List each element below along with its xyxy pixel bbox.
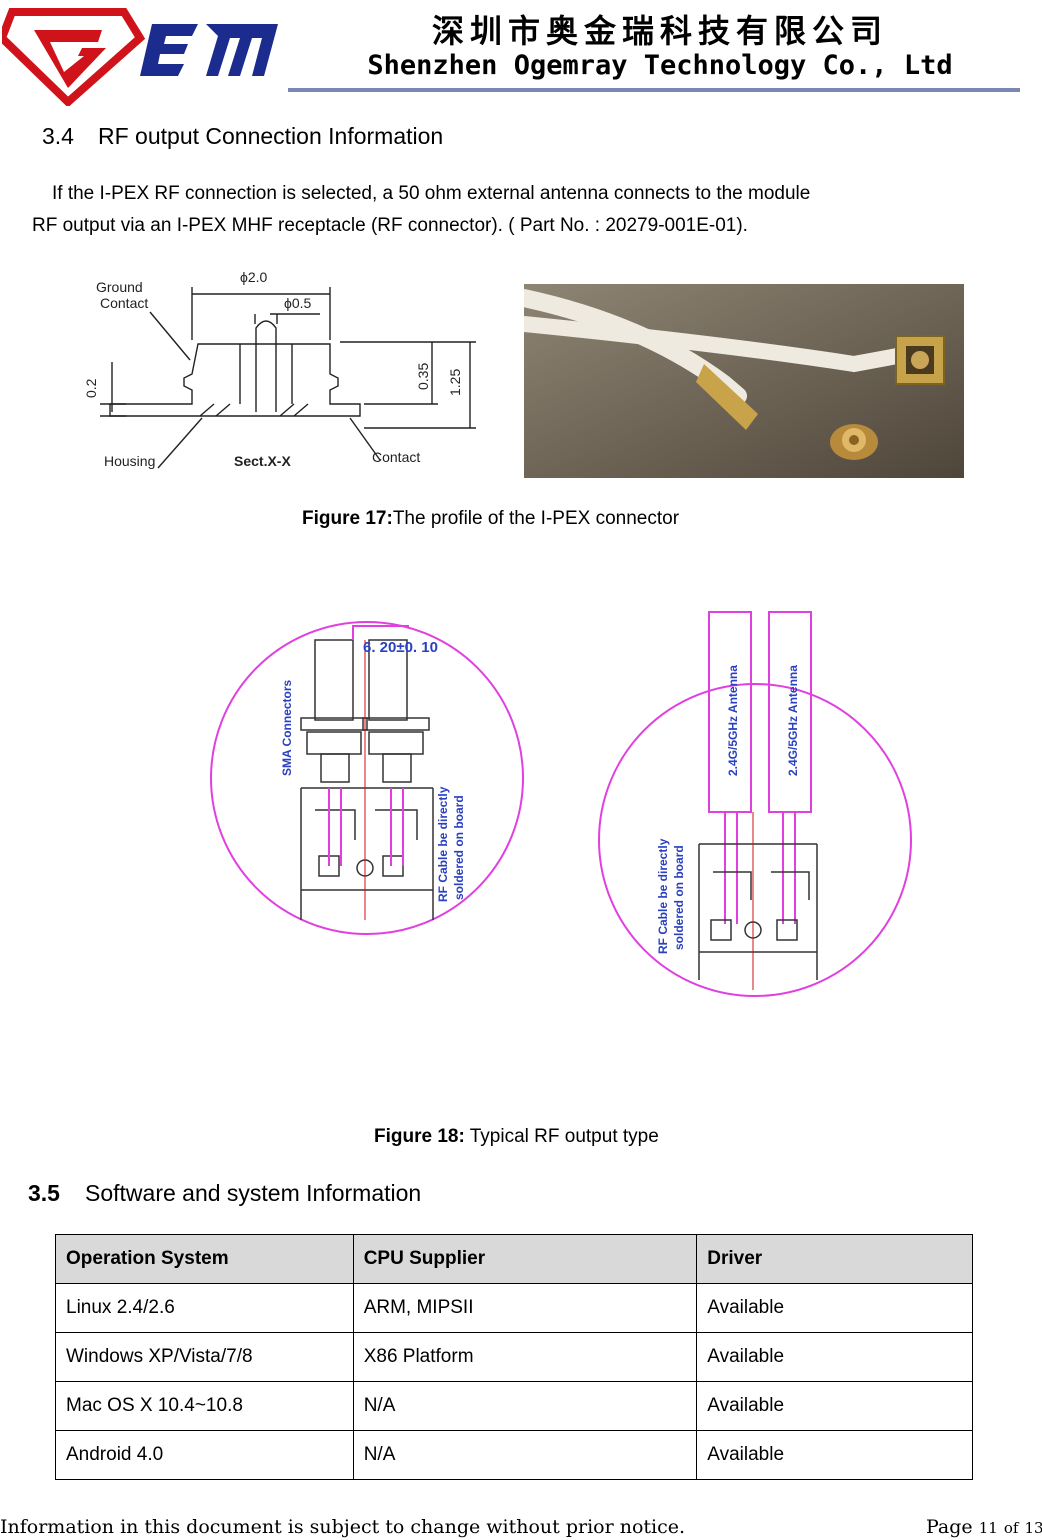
page-current: 11 [978, 1519, 998, 1537]
figure-17-label: Figure 17: [302, 508, 393, 529]
cell-os: Mac OS X 10.4~10.8 [55, 1381, 354, 1431]
figure-18-caption: Figure 18: Typical RF output type [374, 1126, 659, 1148]
ipex-connector-drawing: Ground Contact ϕ2.0 ϕ0.5 0.2 0.35 1.25 H… [83, 269, 476, 469]
figure-17-text: The profile of the I-PEX connector [392, 508, 680, 529]
label-dia-outer: ϕ2.0 [240, 269, 268, 285]
cell-driver: Available [696, 1283, 973, 1333]
figure-18-label: Figure 18: [374, 1126, 465, 1147]
cell-os: Linux 2.4/2.6 [55, 1283, 354, 1333]
header-operation-system: Operation System [55, 1234, 354, 1284]
label-section: Sect.X-X [234, 453, 291, 469]
label-contact-2: Contact [372, 449, 420, 465]
label-housing: Housing [104, 453, 155, 469]
software-table: Operation System CPU Supplier Driver Lin… [55, 1234, 973, 1480]
label-dim-0-35: 0.35 [415, 363, 431, 390]
rf-cable-label-left-1: RF Cable be directly [436, 786, 450, 902]
cell-driver: Available [696, 1381, 973, 1431]
figure-18-text: Typical RF output type [469, 1126, 659, 1147]
ipex-connector-photo [524, 284, 964, 478]
header-divider [288, 88, 1020, 92]
page-total: 13 [1024, 1519, 1042, 1537]
section-title-3-5: Software and system Information [85, 1180, 422, 1206]
cell-cpu: X86 Platform [352, 1332, 698, 1382]
antenna-label-2: 2.4G/5GHz Antenna [786, 665, 800, 776]
section-number-3-5: 3.5 [28, 1180, 60, 1206]
cell-os: Android 4.0 [55, 1430, 354, 1480]
page-footer: Information in this document is subject … [0, 1516, 1042, 1540]
dimension-label: 6. 20±0. 10 [363, 639, 438, 656]
rf-cable-label-left-2: soldered on board [452, 795, 466, 900]
cell-driver: Available [696, 1430, 973, 1480]
paragraph-line-2: RF output via an I-PEX MHF receptacle (R… [32, 215, 748, 236]
label-dia-inner: ϕ0.5 [284, 295, 312, 311]
page-number: Page 11 of 13 [926, 1516, 1042, 1538]
table-row: Linux 2.4/2.6 ARM, MIPSII Available [55, 1283, 973, 1333]
cell-driver: Available [696, 1332, 973, 1382]
sma-label: SMA Connectors [280, 679, 294, 776]
company-name-en: Shenzhen Ogemray Technology Co., Ltd [367, 50, 953, 81]
label-contact-1: Contact [100, 295, 148, 311]
table-row: Windows XP/Vista/7/8 X86 Platform Availa… [55, 1332, 973, 1382]
footer-notice: Information in this document is subject … [0, 1516, 686, 1538]
section-title-3-4: RF output Connection Information [98, 123, 444, 149]
antenna-label-1: 2.4G/5GHz Antenna [726, 665, 740, 776]
cell-os: Windows XP/Vista/7/8 [55, 1332, 354, 1382]
table-row: Mac OS X 10.4~10.8 N/A Available [55, 1381, 973, 1431]
page-of: of [1003, 1519, 1019, 1537]
rf-output-diagram: 6. 20±0. 10 SMA Connectors RF Cable be d… [210, 611, 912, 997]
table-header-row: Operation System CPU Supplier Driver [55, 1234, 973, 1284]
label-dim-1-25: 1.25 [447, 369, 463, 396]
cell-cpu: N/A [352, 1381, 698, 1431]
label-ground: Ground [96, 279, 143, 295]
paragraph-line-1: If the I-PEX RF connection is selected, … [52, 183, 811, 204]
header-cpu-supplier: CPU Supplier [352, 1234, 698, 1284]
gem-logo [2, 7, 278, 106]
rf-cable-label-right-1: RF Cable be directly [656, 838, 670, 954]
cell-cpu: N/A [352, 1430, 698, 1480]
company-name-cn: 深圳市奥金瑞科技有限公司 [431, 12, 888, 50]
cell-cpu: ARM, MIPSII [352, 1283, 698, 1333]
page-label: Page [926, 1516, 973, 1538]
table-row: Android 4.0 N/A Available [55, 1430, 973, 1480]
header-driver: Driver [696, 1234, 973, 1284]
label-dim-0-2: 0.2 [83, 378, 99, 398]
rf-cable-label-right-2: soldered on board [672, 845, 686, 950]
section-number-3-4: 3.4 [42, 123, 74, 149]
figure-17-caption: Figure 17:The profile of the I-PEX conne… [302, 508, 679, 530]
